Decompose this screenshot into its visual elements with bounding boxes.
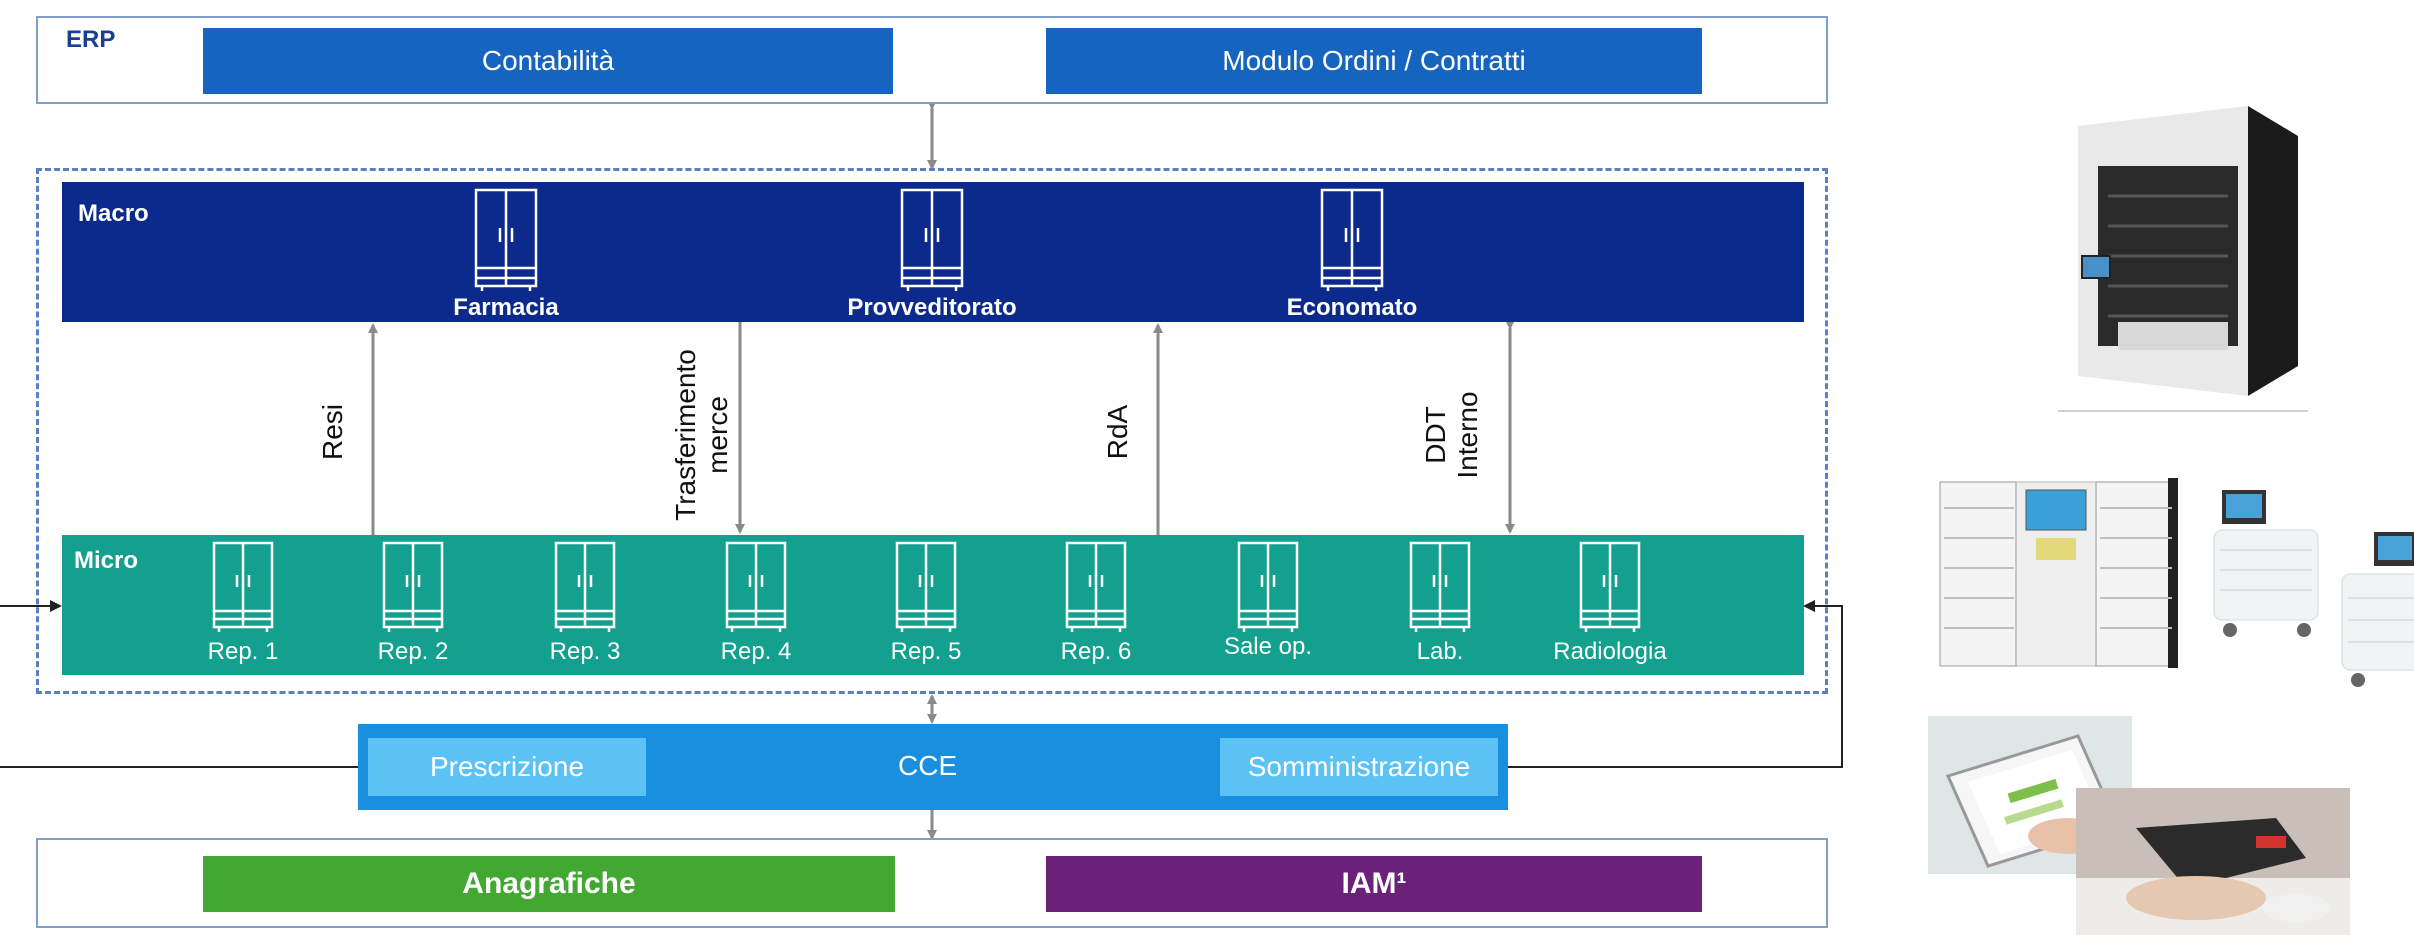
erp-label: ERP — [66, 26, 116, 53]
prescrizione-box[interactable]: Prescrizione — [368, 738, 646, 796]
medication-cart-image-2 — [2340, 532, 2414, 692]
rda-label: RdA — [1102, 404, 1133, 460]
automated-pharmacy-machine-image — [2058, 96, 2308, 412]
prescrizione-label: Prescrizione — [429, 751, 585, 782]
micro-unit-cabinet-icon — [212, 541, 274, 633]
anagrafiche-label: Anagrafiche — [462, 867, 636, 900]
macro-unit-economato[interactable]: Economato — [1286, 294, 1418, 321]
micro-unit-label[interactable]: Rep. 4 — [720, 638, 792, 665]
micro-unit-label[interactable]: Rep. 5 — [890, 638, 962, 665]
ddt-interno-label: DDT Interno — [1420, 391, 1483, 479]
micro-unit-label[interactable]: Sale op. — [1223, 633, 1313, 660]
resi-label: Resi — [317, 404, 348, 461]
micro-label: Micro — [74, 547, 139, 574]
trasferimento-label: Trasferimento merce — [670, 349, 733, 521]
micro-unit-cabinet-icon — [1579, 541, 1641, 633]
micro-unit-label[interactable]: Radiologia — [1553, 638, 1667, 665]
erp-frame: ERP Contabilità Modulo Ordini / Contratt… — [36, 16, 1828, 104]
macro-unit-farmacia[interactable]: Farmacia — [453, 294, 559, 321]
provveditorato-cabinet-icon — [900, 188, 964, 292]
iam-box[interactable]: IAM¹ — [1046, 856, 1702, 912]
medication-cart-image-1 — [2212, 490, 2322, 640]
micro-unit-label[interactable]: Rep. 1 — [207, 638, 279, 665]
macro-band: Macro Farmacia Provveditorato Economato — [62, 182, 1804, 322]
iam-label: IAM¹ — [1341, 867, 1407, 900]
right-loop-line — [1508, 600, 1843, 768]
micro-unit-cabinet-icon — [725, 541, 787, 633]
modulo-ordini-box[interactable]: Modulo Ordini / Contratti — [1046, 28, 1702, 94]
farmacia-cabinet-icon — [474, 188, 538, 292]
macro-unit-provveditorato[interactable]: Provveditorato — [847, 294, 1017, 321]
contabilita-box[interactable]: Contabilità — [203, 28, 893, 94]
micro-unit-cabinet-icon — [1237, 541, 1299, 633]
micro-unit-label[interactable]: Rep. 6 — [1060, 638, 1132, 665]
micro-unit-label[interactable]: Rep. 2 — [377, 638, 449, 665]
modulo-ordini-label: Modulo Ordini / Contratti — [1222, 45, 1526, 76]
contabilita-label: Contabilità — [481, 45, 615, 76]
dashed-container — [36, 168, 1828, 694]
micro-unit-label[interactable]: Lab. — [1416, 638, 1464, 665]
micro-unit-cabinet-icon — [1409, 541, 1471, 633]
economato-cabinet-icon — [1320, 188, 1384, 292]
bottom-frame: Anagrafiche IAM¹ — [36, 838, 1828, 928]
anagrafiche-box[interactable]: Anagrafiche — [203, 856, 895, 912]
micro-unit-cabinet-icon — [382, 541, 444, 633]
cce-label: CCE — [898, 750, 958, 781]
micro-unit-cabinet-icon — [895, 541, 957, 633]
micro-unit-label[interactable]: Rep. 3 — [549, 638, 621, 665]
micro-band: Micro — [62, 535, 1804, 675]
micro-unit-cabinet-icon — [554, 541, 616, 633]
macro-label: Macro — [78, 200, 149, 227]
somministrazione-label: Somministrazione — [1247, 751, 1471, 782]
barcode-scanner-patient-image — [2076, 788, 2350, 935]
micro-unit-cabinet-icon — [1065, 541, 1127, 633]
somministrazione-box[interactable]: Somministrazione — [1220, 738, 1498, 796]
cce-bar: Prescrizione CCE Somministrazione — [358, 724, 1508, 810]
drug-locker-cabinet-image — [1936, 468, 2178, 672]
